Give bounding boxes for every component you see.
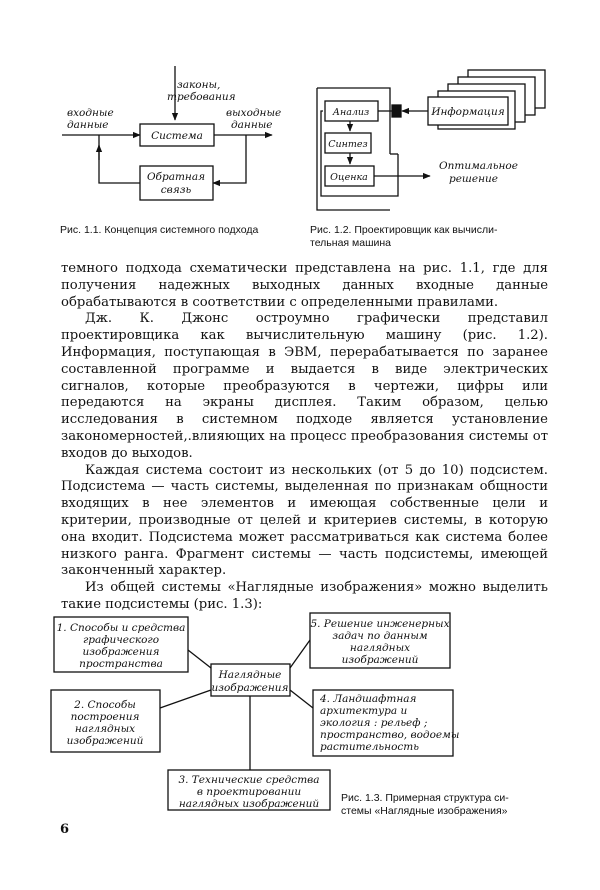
- fig2-caption-line1: Рис. 1.2. Проектировщик как вычисли-: [310, 224, 498, 236]
- fig1-system-concept-diagram: [62, 66, 273, 201]
- fig2-analysis-label: Анализ: [332, 107, 369, 118]
- fig1-input-label-2: данные: [67, 119, 109, 131]
- fig1-output-label-1: выходные: [226, 107, 281, 119]
- paragraph: темного подхода схематически представлен…: [61, 261, 548, 310]
- fig3-center-label-2: изображения: [212, 682, 289, 694]
- fig3-box4-line4: пространство, водоемы: [320, 729, 459, 741]
- fig1-input-label-1: входные: [67, 107, 114, 119]
- fig1-laws-label: законы,: [177, 79, 220, 91]
- fig3-box2-line2: построения: [71, 711, 140, 723]
- fig3-box3-line3: наглядных изображений: [179, 798, 320, 810]
- fig3-box1-line1: 1. Способы и средства: [57, 622, 186, 634]
- fig3-box3-line2: в проектировании: [197, 786, 302, 798]
- fig3-box5-line4: изображений: [342, 654, 419, 666]
- fig3-box4-line2: архитектура и: [320, 705, 407, 717]
- fig3-box2-line1: 2. Способы: [73, 699, 136, 711]
- fig3-box4-line3: экология : рельеф ;: [320, 717, 427, 729]
- fig2-synthesis-label: Синтез: [328, 139, 367, 150]
- fig1-system-box-label: Система: [151, 130, 203, 142]
- fig3-box5-line1: 5. Решение инженерных: [310, 618, 449, 630]
- fig2-optimal-label-1: Оптимальное: [439, 160, 518, 172]
- fig1-caption: Рис. 1.1. Концепция системного подхода: [60, 224, 259, 236]
- fig3-box5-line2: задач по данным: [332, 630, 427, 642]
- page-number: 6: [60, 822, 70, 837]
- fig2-designer-computer-diagram: [316, 69, 546, 211]
- fig2-information-label: Информация: [430, 106, 504, 118]
- paragraph: Каждая система состоит из нескольких (от…: [61, 462, 548, 579]
- fig1-feedback-label-1: Обратная: [147, 171, 205, 183]
- fig3-caption-line2: стемы «Наглядные изображения»: [341, 805, 508, 817]
- fig2-optimal-label-2: решение: [449, 173, 498, 185]
- fig3-box5-line3: наглядных: [350, 642, 410, 654]
- fig3-box4-line5: растительность: [320, 741, 419, 753]
- fig3-box1-line3: изображения: [83, 646, 160, 658]
- fig1-output-label-2: данные: [231, 119, 273, 131]
- fig3-box4-line1: 4. Ландшафтная: [319, 693, 417, 705]
- paragraph: Из общей системы «Наглядные изображения»…: [61, 580, 548, 612]
- fig2-caption-line2: тельная машина: [310, 237, 392, 249]
- fig3-center-label-1: Наглядные: [218, 669, 282, 681]
- fig3-caption-line1: Рис. 1.3. Примерная структура си-: [341, 792, 509, 804]
- fig3-box1-line4: пространства: [79, 658, 163, 670]
- fig3-subsystems-diagram: [50, 612, 454, 811]
- fig1-requirements-label: требования: [167, 91, 236, 103]
- fig3-box1-line2: графического: [83, 634, 159, 646]
- fig1-feedback-label-2: связь: [161, 184, 192, 196]
- fig2-evaluation-label: Оценка: [330, 172, 368, 183]
- paragraph: Дж. К. Джонс остроумно графически предст…: [61, 311, 548, 461]
- fig3-box2-line3: наглядных: [75, 723, 135, 735]
- fig3-box3-line1: 3. Технические средства: [178, 774, 319, 786]
- fig3-box2-line4: изображений: [67, 735, 144, 747]
- body-text: темного подхода схематически представлен…: [61, 261, 548, 614]
